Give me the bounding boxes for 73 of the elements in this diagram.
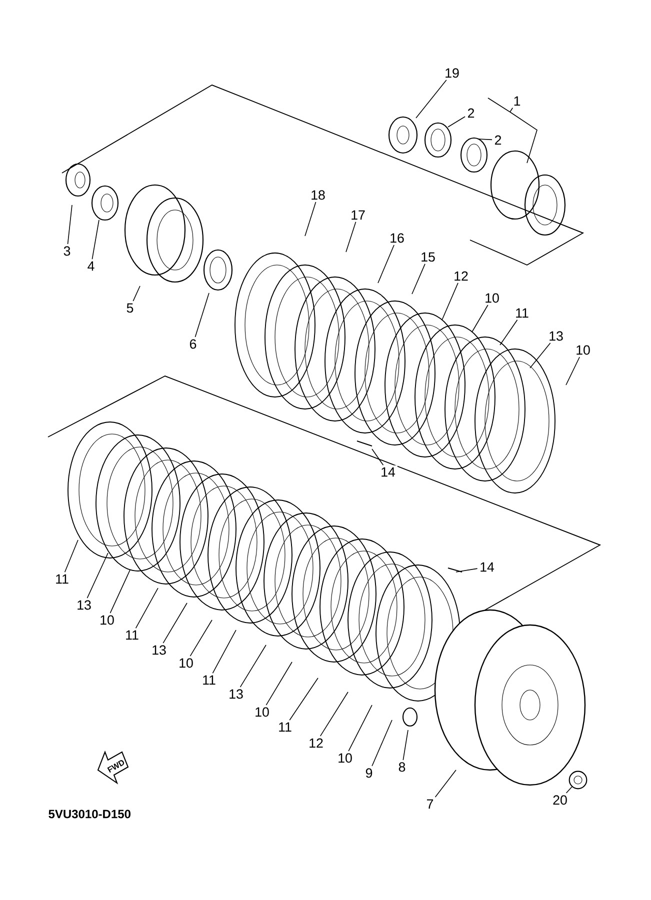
leader-line	[240, 644, 266, 688]
callout-number: 8	[396, 760, 408, 774]
callout-number: 20	[550, 793, 570, 807]
leader-line	[289, 678, 318, 721]
leader-line	[478, 138, 492, 140]
callout-number: 7	[424, 797, 436, 811]
leader-line	[110, 570, 130, 614]
callout-number: 2	[492, 133, 504, 147]
arrow-label: FWD	[107, 760, 124, 773]
callout-number: 17	[348, 208, 368, 222]
leader-line	[266, 662, 292, 706]
callout-number: 12	[306, 736, 326, 750]
callout-number: 9	[363, 766, 375, 780]
callout-number: 2	[465, 106, 477, 120]
leader-line	[456, 568, 478, 572]
leader-line	[304, 202, 316, 236]
callout-number: 11	[276, 720, 294, 734]
leader-line	[372, 720, 392, 766]
callout-number: 3	[61, 244, 73, 258]
leader-line	[92, 220, 100, 260]
diagram-code: 5VU3010-D150	[48, 810, 130, 818]
leader-line	[566, 356, 580, 386]
leader-line	[372, 448, 384, 466]
callout-number: 4	[85, 259, 97, 273]
callout-number: 10	[574, 343, 592, 357]
leader-line	[378, 244, 394, 284]
callout-number: 11	[53, 572, 71, 586]
leader-line	[190, 620, 212, 656]
callout-number: 13	[74, 598, 94, 612]
leader-line	[212, 630, 236, 674]
leader-line	[402, 730, 408, 760]
leader-line	[442, 282, 458, 320]
leader-line	[67, 204, 72, 244]
callout-number: 12	[452, 269, 470, 283]
callout-number: 13	[150, 643, 168, 657]
callout-number: 13	[546, 329, 566, 343]
callout-number: 10	[98, 613, 116, 627]
callout-number: 10	[482, 291, 502, 305]
callout-number: 14	[378, 465, 398, 479]
callout-number: 11	[200, 673, 218, 687]
leader-line	[86, 552, 108, 598]
callout-number: 19	[442, 66, 462, 80]
leader-line	[472, 304, 488, 332]
callout-number: 15	[418, 250, 438, 264]
callout-number: 11	[513, 306, 531, 320]
leader-line	[64, 540, 78, 573]
nut-drawing	[568, 770, 588, 790]
leader-line	[566, 786, 572, 794]
leader-line	[448, 116, 466, 128]
leader-line	[500, 319, 518, 346]
callout-number: 18	[308, 188, 328, 202]
leader-line	[135, 588, 158, 629]
callout-number: 14	[478, 560, 496, 574]
leader-line	[194, 292, 210, 338]
callout-number: 1	[511, 94, 523, 108]
callout-number: 10	[336, 751, 354, 765]
leader-line	[348, 704, 372, 752]
leader-line	[530, 342, 551, 368]
callout-number: 16	[388, 231, 406, 245]
leader-line	[416, 80, 447, 118]
callout-number: 6	[187, 337, 199, 351]
leader-line	[412, 264, 426, 294]
leader-line	[488, 98, 538, 164]
callout-number: 10	[176, 656, 196, 670]
callout-number: 13	[226, 687, 246, 701]
leader-line	[346, 221, 356, 252]
callout-number: 5	[124, 301, 136, 315]
leader-line	[320, 692, 348, 736]
leader-line	[132, 286, 140, 302]
leader-line	[434, 770, 456, 798]
leader-line	[162, 602, 188, 644]
callout-number: 10	[252, 705, 272, 719]
callout-number: 11	[123, 628, 141, 642]
